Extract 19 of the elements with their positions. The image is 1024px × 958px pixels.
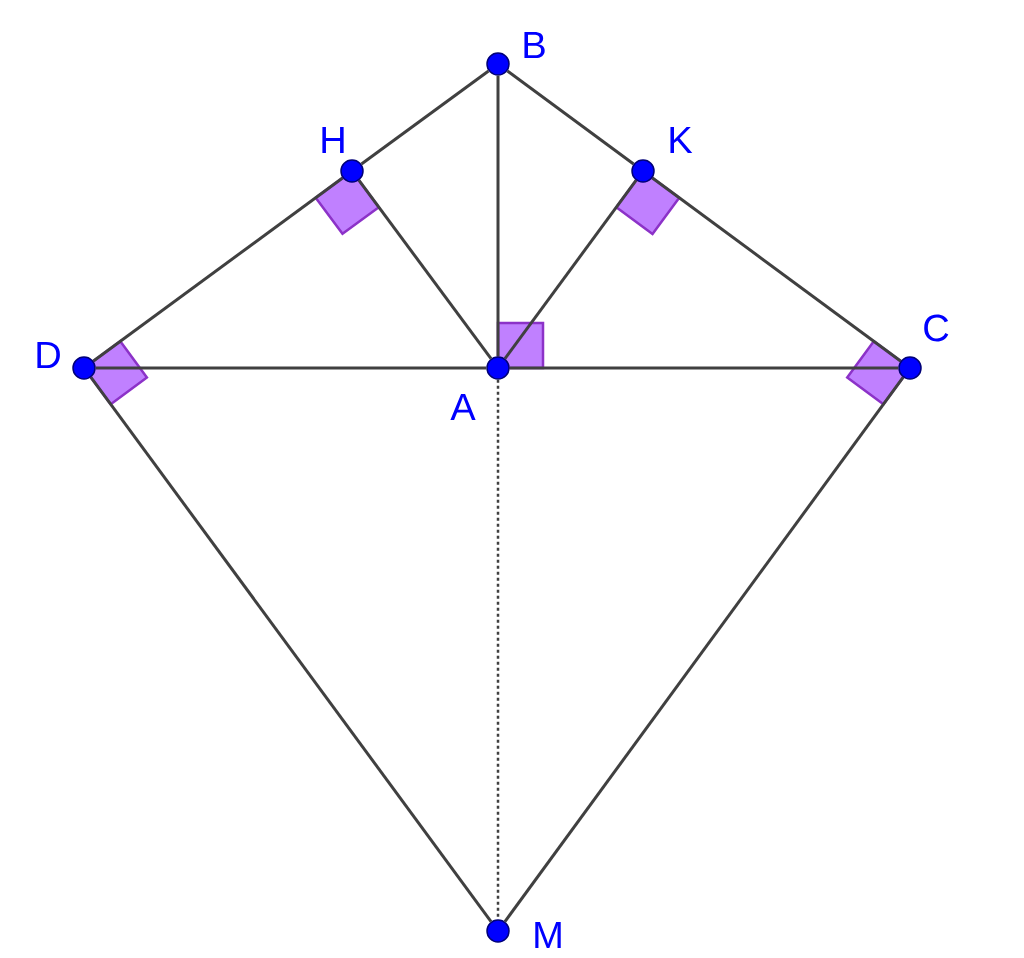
segment bbox=[651, 176, 902, 363]
point-label: D bbox=[37, 341, 60, 369]
point-label: B bbox=[524, 31, 545, 59]
segment bbox=[360, 69, 490, 166]
point-label: K bbox=[670, 126, 693, 154]
segment bbox=[92, 176, 344, 363]
segment bbox=[503, 376, 905, 923]
dotted-line bbox=[496, 379, 500, 920]
segment bbox=[357, 179, 493, 360]
point-label: M bbox=[535, 921, 561, 949]
segment bbox=[509, 366, 899, 370]
segment bbox=[503, 179, 638, 360]
segment bbox=[89, 376, 493, 923]
segment bbox=[95, 366, 487, 370]
point-label: C bbox=[924, 314, 949, 342]
segment bbox=[506, 69, 635, 166]
point-label: A bbox=[450, 393, 476, 421]
point-label: H bbox=[322, 126, 344, 154]
segment bbox=[496, 75, 500, 357]
